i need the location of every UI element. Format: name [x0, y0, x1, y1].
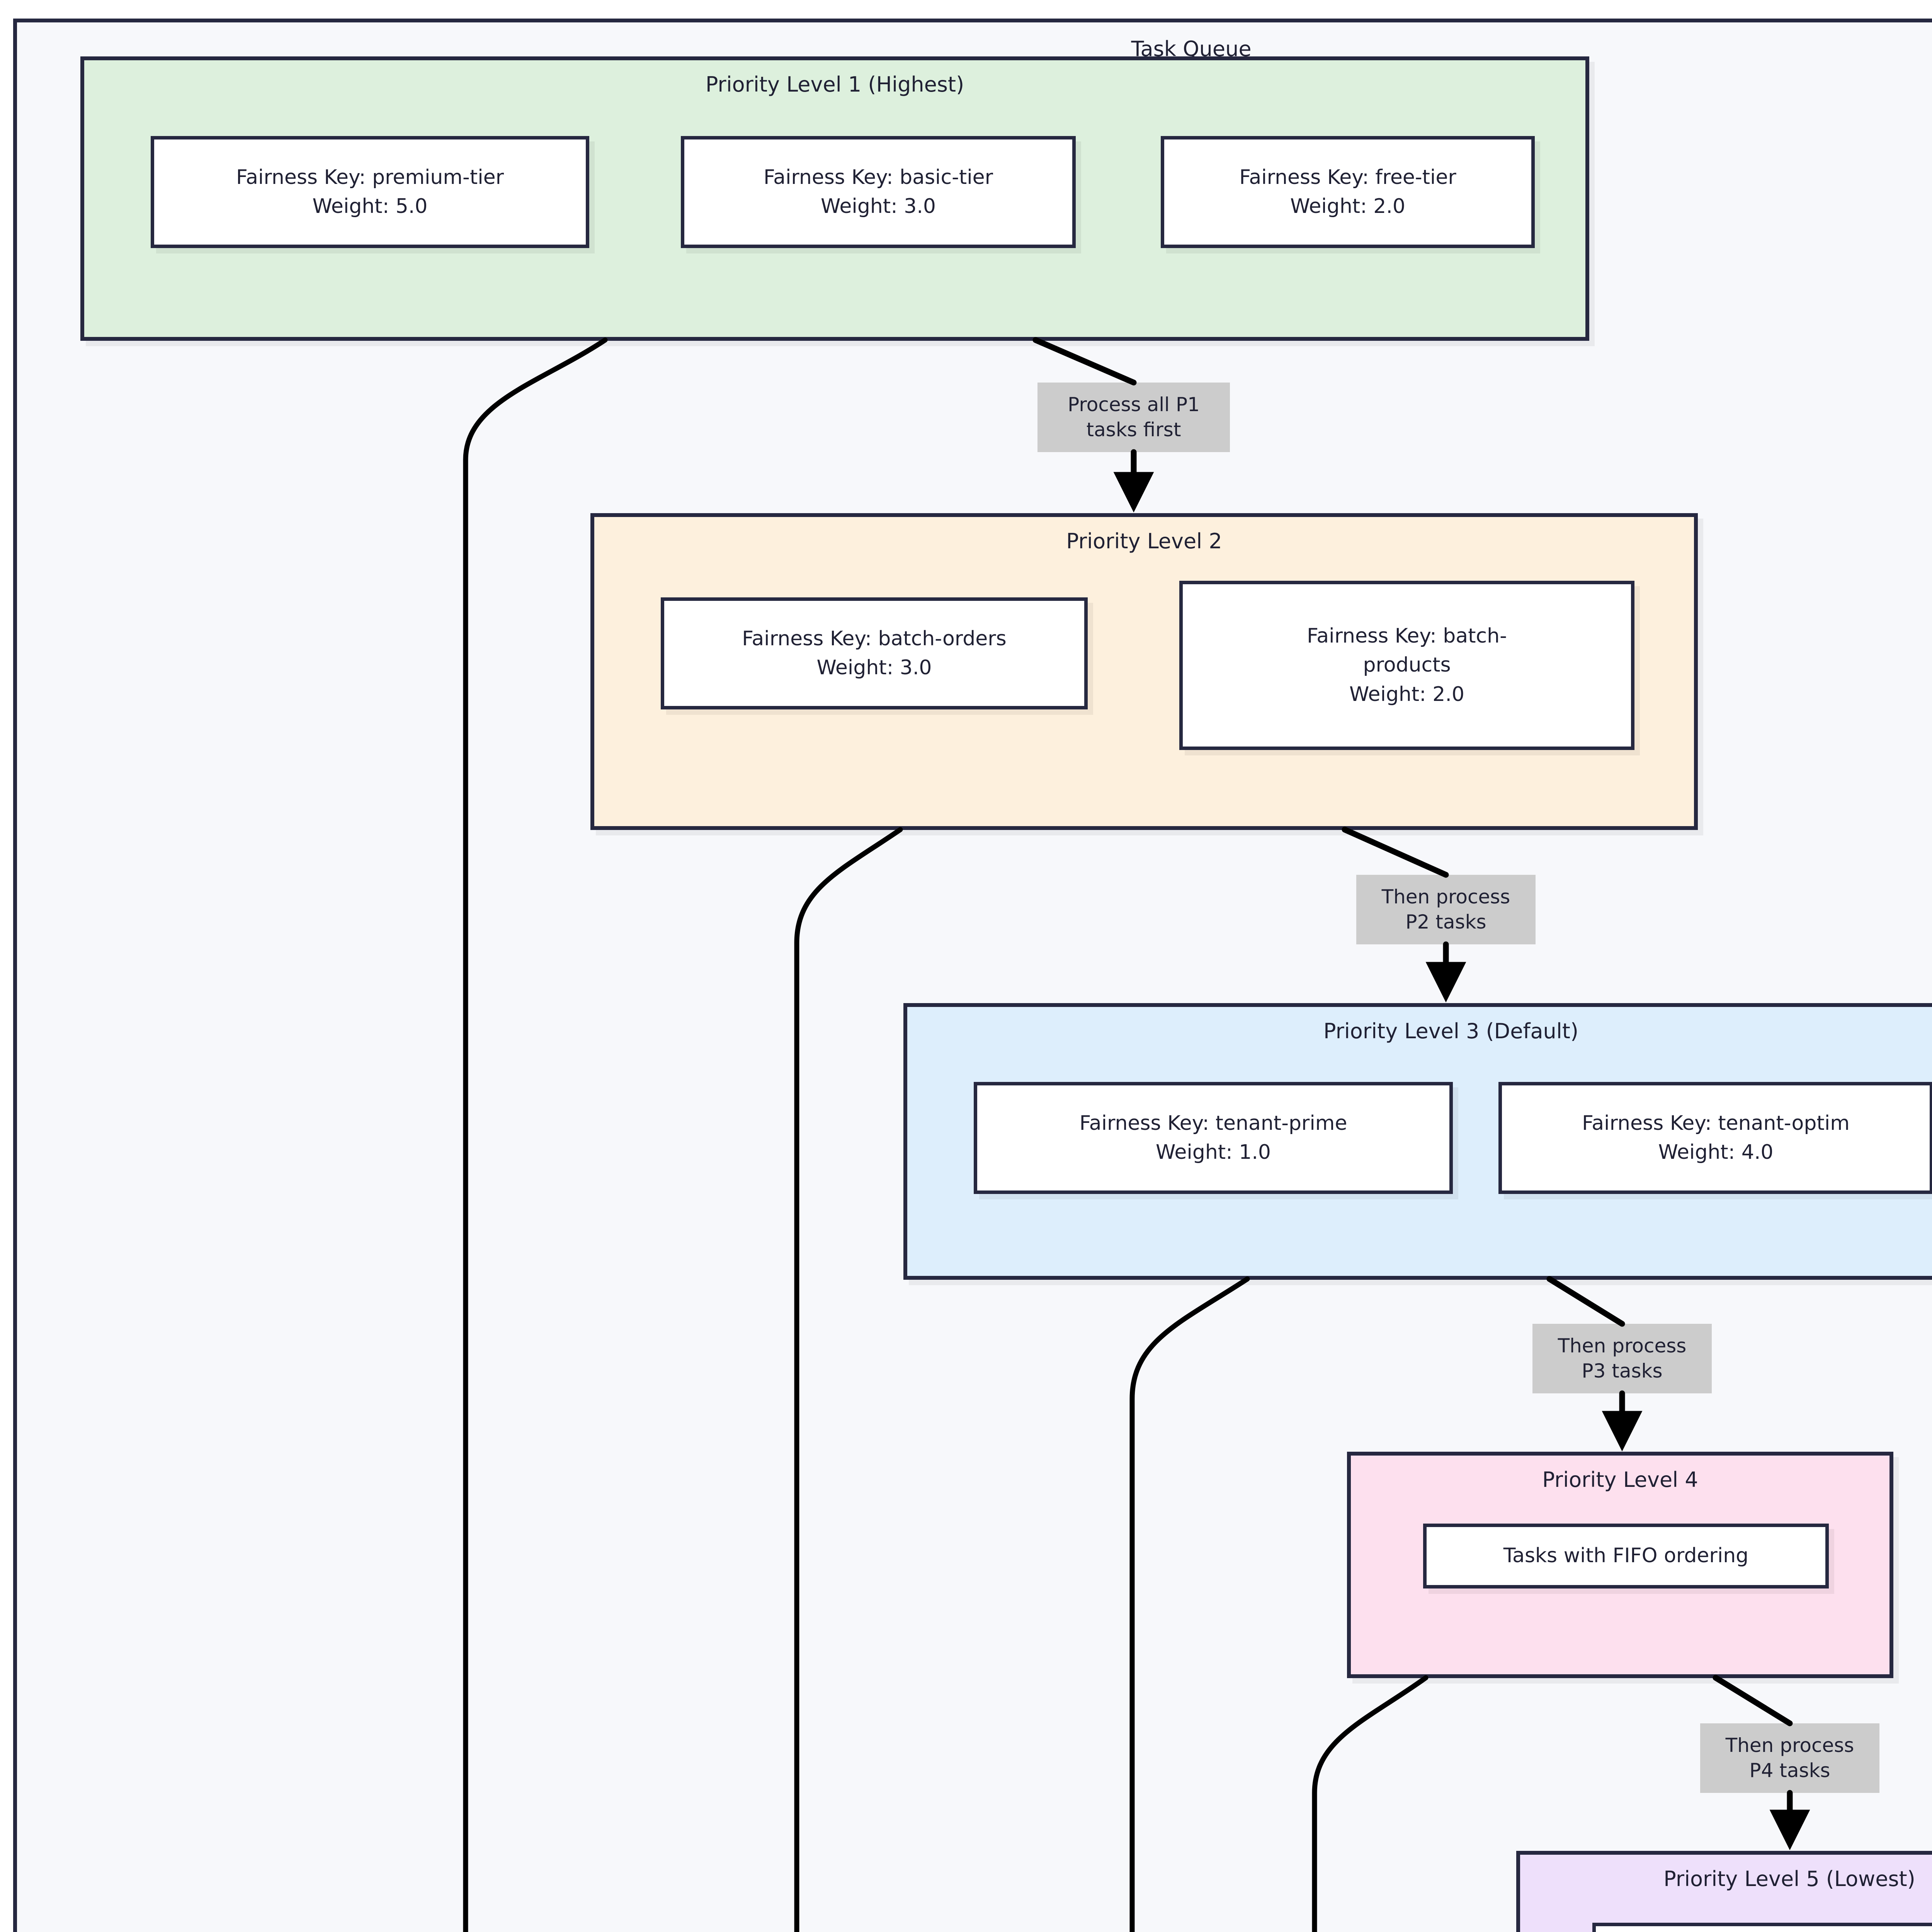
node-p3-tenant-prime-line1: Fairness Key: tenant-prime — [1079, 1111, 1347, 1135]
edge-label-then-process-p3: Then process P3 tasks — [1532, 1324, 1712, 1393]
cluster-priority-level-5-title: Priority Level 5 (Lowest) — [1663, 1867, 1915, 1891]
node-p1-free-tier-line1: Fairness Key: free-tier — [1239, 165, 1456, 189]
node-p2-batch-orders-line2: Weight: 3.0 — [816, 656, 932, 679]
cluster-priority-level-1-title: Priority Level 1 (Highest) — [705, 72, 964, 97]
node-p1-basic-tier-line2: Weight: 3.0 — [821, 195, 936, 218]
node-p3-tenant-prime-line2: Weight: 1.0 — [1156, 1141, 1271, 1164]
node-p1-basic-tier-line1: Fairness Key: basic-tier — [763, 165, 993, 189]
cluster-priority-level-2-title: Priority Level 2 — [1066, 529, 1222, 553]
edge-label-process-all-p1-line2: tasks first — [1086, 418, 1181, 441]
cluster-priority-level-5: Priority Level 5 (Lowest) — [1516, 1851, 1932, 1932]
node-p2-batch-orders-line1: Fairness Key: batch-orders — [742, 627, 1007, 650]
edge-label-then-process-p3-line2: P3 tasks — [1582, 1360, 1663, 1382]
node-p5-fifo[interactable]: Tasks with FIFO ordering — [1592, 1923, 1932, 1932]
edge-label-then-process-p4-line1: Then process — [1725, 1734, 1854, 1757]
node-p1-premium-tier-line1: Fairness Key: premium-tier — [236, 165, 504, 189]
edge-label-process-all-p1: Process all P1 tasks first — [1037, 383, 1230, 452]
edge-label-then-process-p2: Then process P2 tasks — [1356, 875, 1536, 944]
node-p1-free-tier-line2: Weight: 2.0 — [1290, 195, 1405, 218]
node-p1-premium-tier[interactable]: Fairness Key: premium-tier Weight: 5.0 — [151, 136, 589, 248]
node-p2-batch-products-line2: products — [1363, 653, 1451, 677]
node-p1-basic-tier[interactable]: Fairness Key: basic-tier Weight: 3.0 — [681, 136, 1076, 248]
node-p4-fifo-line1: Tasks with FIFO ordering — [1503, 1544, 1749, 1568]
node-p3-tenant-prime[interactable]: Fairness Key: tenant-prime Weight: 1.0 — [974, 1082, 1453, 1194]
cluster-priority-level-4-title: Priority Level 4 — [1542, 1468, 1698, 1492]
edge-label-then-process-p2-line1: Then process — [1381, 886, 1510, 908]
cluster-priority-level-3-title: Priority Level 3 (Default) — [1323, 1019, 1579, 1043]
node-p2-batch-products[interactable]: Fairness Key: batch- products Weight: 2.… — [1179, 581, 1634, 750]
edge-label-process-all-p1-line1: Process all P1 — [1068, 393, 1200, 416]
edge-label-then-process-p4: Then process P4 tasks — [1700, 1723, 1879, 1793]
node-p2-batch-products-line3: Weight: 2.0 — [1349, 682, 1464, 706]
edge-label-then-process-p2-line2: P2 tasks — [1405, 911, 1486, 933]
node-p3-tenant-optim[interactable]: Fairness Key: tenant-optim Weight: 4.0 — [1498, 1082, 1932, 1194]
edge-label-then-process-p3-line1: Then process — [1558, 1335, 1687, 1357]
node-p2-batch-products-line1: Fairness Key: batch- — [1307, 624, 1507, 648]
node-p4-fifo[interactable]: Tasks with FIFO ordering — [1423, 1524, 1829, 1588]
node-p1-free-tier[interactable]: Fairness Key: free-tier Weight: 2.0 — [1161, 136, 1535, 248]
node-p3-tenant-optim-line1: Fairness Key: tenant-optim — [1582, 1111, 1850, 1135]
node-p3-tenant-optim-line2: Weight: 4.0 — [1658, 1141, 1774, 1164]
node-p2-batch-orders[interactable]: Fairness Key: batch-orders Weight: 3.0 — [661, 597, 1088, 709]
edge-label-then-process-p4-line2: P4 tasks — [1749, 1759, 1830, 1782]
node-p1-premium-tier-line2: Weight: 5.0 — [312, 195, 428, 218]
